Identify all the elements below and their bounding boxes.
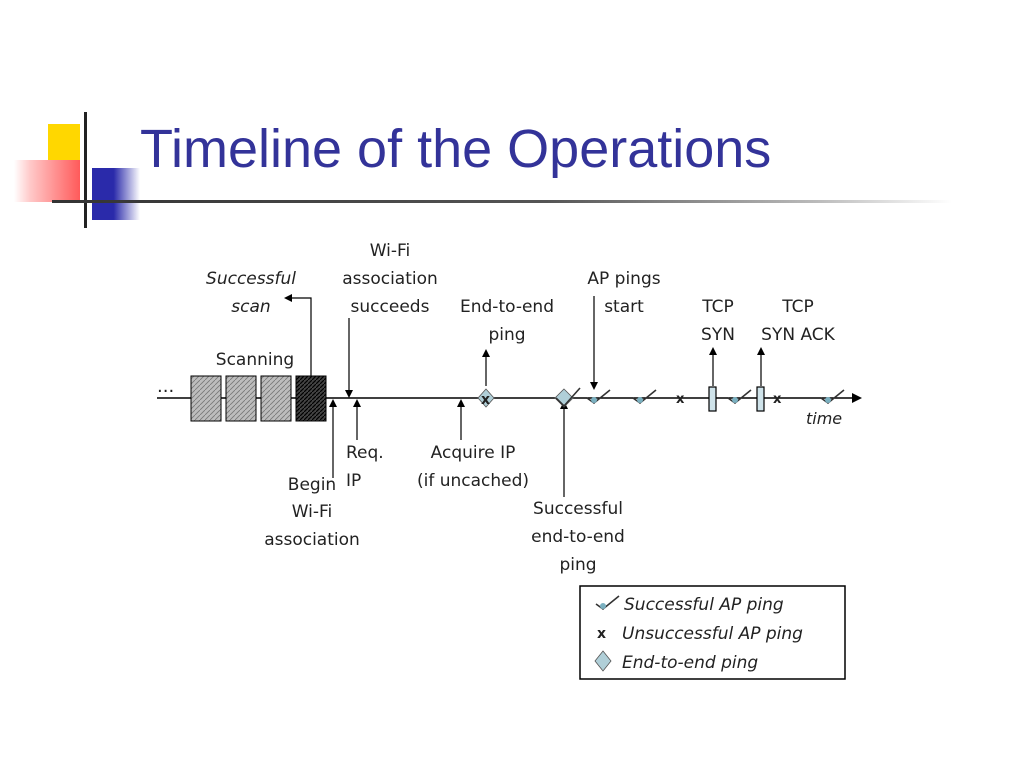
successful-scan-label: Successful: [206, 269, 296, 289]
successful-scan-label: scan: [231, 297, 270, 317]
deco-vertical-line: [84, 112, 87, 228]
end-to-end-ping-fail-marker: x: [477, 388, 495, 408]
begin-wifi-assoc-label: association: [264, 530, 360, 550]
ap-ping-success-marker: [632, 389, 657, 405]
end-to-end-ping-label: End-to-end: [460, 297, 554, 317]
ap-pings-start-label: start: [604, 297, 644, 317]
tcp-syn-label: TCP: [701, 297, 734, 317]
deco-red-square: [14, 160, 80, 202]
tcp-syn-label: SYN: [701, 325, 735, 345]
end-to-end-ping-label: ping: [488, 325, 525, 345]
ap-ping-fail-marker: x: [676, 392, 685, 407]
legend-label: Unsuccessful AP ping: [622, 624, 803, 644]
scan-block: [225, 375, 257, 422]
req-ip-label: IP: [346, 471, 361, 491]
wifi-assoc-succeeds-label: Wi-Fi: [370, 241, 411, 261]
wifi-assoc-succeeds-label: association: [342, 269, 438, 289]
timeline-start-dots: ...: [157, 376, 174, 397]
ap-ping-success-marker: [586, 389, 611, 405]
successful-e2e-ping-label: ping: [559, 555, 596, 575]
end-to-end-ping-success-marker: [554, 387, 581, 408]
deco-blue-square: [92, 168, 140, 220]
legend-label: Successful AP ping: [624, 595, 784, 615]
wifi-assoc-succeeds-label: succeeds: [351, 297, 430, 317]
scan-block: [260, 375, 292, 422]
tcp-syn-ack-label: SYN ACK: [761, 325, 835, 345]
legend-box: [579, 585, 846, 680]
tcp-syn-ack-packet: [756, 386, 765, 412]
legend: x Successful AP ping Unsuccessful AP pin…: [579, 585, 846, 680]
successful-e2e-ping-label: Successful: [533, 499, 623, 519]
x-icon: x: [481, 392, 490, 408]
time-axis-label: time: [806, 409, 842, 428]
scan-block-final: [295, 375, 327, 422]
ap-ping-success-marker: [820, 389, 845, 405]
tcp-syn-ack-label: TCP: [781, 297, 814, 317]
ap-pings-start-label: AP pings: [587, 269, 660, 289]
begin-wifi-assoc-label: Begin: [288, 475, 336, 495]
req-ip-label: Req.: [346, 443, 384, 463]
tcp-syn-packet: [708, 386, 717, 412]
title-underline: [52, 200, 952, 203]
successful-scan-arrow: [292, 297, 312, 376]
legend-label: End-to-end ping: [622, 653, 758, 673]
check-icon: [555, 387, 581, 408]
page-title: Timeline of the Operations: [140, 119, 772, 179]
scanning-label: Scanning: [216, 350, 294, 370]
scan-block: [190, 375, 222, 422]
ap-ping-success-marker: [727, 389, 752, 405]
scanning-blocks: [190, 375, 327, 422]
begin-wifi-assoc-label: Wi-Fi: [292, 502, 333, 522]
acquire-ip-label: (if uncached): [417, 471, 529, 491]
x-icon: x: [597, 626, 606, 642]
acquire-ip-label: Acquire IP: [431, 443, 516, 463]
diamond-icon: [594, 650, 612, 672]
successful-e2e-ping-label: end-to-end: [531, 527, 625, 547]
ap-ping-fail-marker: x: [773, 392, 782, 407]
